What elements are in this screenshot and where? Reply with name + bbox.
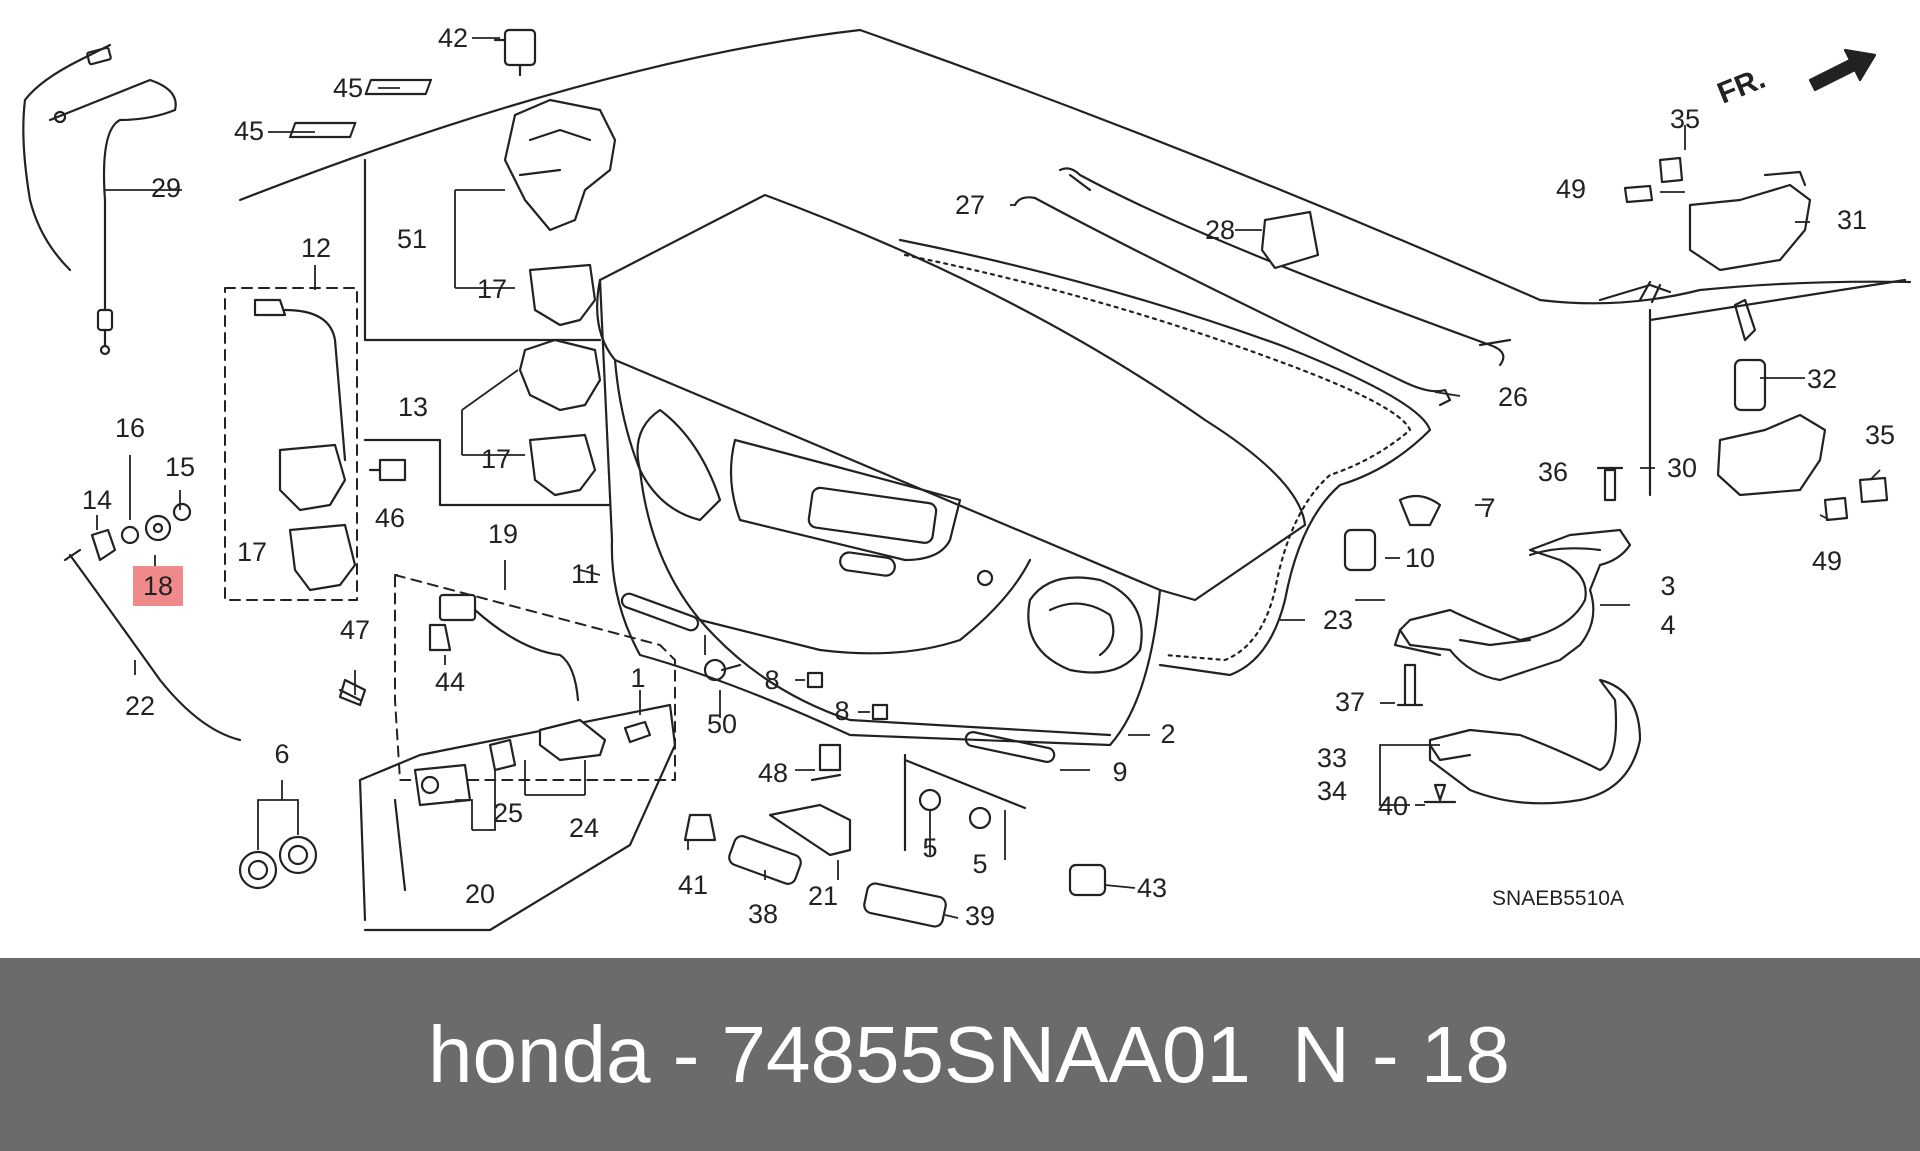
hinge-cover [1428,678,1642,805]
callout-17b: 17 [481,444,511,474]
drawing-code: SNAEB5510A [1492,887,1624,910]
callout-1: 1 [630,663,645,693]
callout-4: 4 [1660,610,1675,640]
callout-29: 29 [151,173,181,203]
callout-17c: 17 [237,537,267,567]
callout-13: 13 [398,392,428,422]
callout-23: 23 [1323,605,1353,635]
callout-16: 16 [115,413,145,443]
callout-33: 33 [1317,743,1347,773]
callout-39: 39 [965,901,995,931]
opener-rods [1013,167,1512,407]
callout-45b: 45 [234,116,264,146]
release-cable [22,43,242,742]
callout-labels: 1 2 3 4 5 5 6 7 8 8 9 10 11 12 13 14 15 … [82,23,1895,931]
callout-21: 21 [808,881,838,911]
parts-diagram: 1 2 3 4 5 5 6 7 8 8 9 10 11 12 13 14 15 … [22,23,1912,932]
weatherstrip [898,238,1432,677]
part-number-caption: honda - 74855SNAA01 [428,1010,1251,1099]
reference-caption: N - 18 [1292,1010,1510,1099]
callout-24: 24 [569,813,599,843]
callout-27: 27 [955,190,985,220]
callout-50: 50 [707,709,737,739]
callout-8b: 8 [834,696,849,726]
callout-32: 32 [1807,364,1837,394]
callout-10: 10 [1405,543,1435,573]
callout-31: 31 [1837,205,1867,235]
footer-bar: honda - 74855SNAA01 N - 18 [0,958,1920,1151]
front-direction-label: FR. [1713,62,1770,111]
callout-19: 19 [488,519,518,549]
callout-8a: 8 [764,665,779,695]
trunk-harness [238,28,1912,305]
callout-20: 20 [465,879,495,909]
callout-30: 30 [1667,453,1697,483]
callout-35b: 35 [1865,420,1895,450]
callout-25: 25 [493,798,523,828]
callout-46: 46 [375,503,405,533]
callout-12: 12 [301,233,331,263]
callout-34: 34 [1317,776,1347,806]
callout-38: 38 [748,899,778,929]
callout-28: 28 [1205,215,1235,245]
callout-6: 6 [274,739,289,769]
callout-40: 40 [1378,791,1408,821]
callout-15: 15 [165,452,195,482]
callout-41: 41 [678,870,708,900]
hinge-assembly [1393,528,1632,682]
callout-45a: 45 [333,73,363,103]
callout-49a: 49 [1556,174,1586,204]
callout-5a: 5 [922,833,937,863]
callout-35a: 35 [1670,104,1700,134]
callout-43: 43 [1137,873,1167,903]
callout-47: 47 [340,615,370,645]
callout-14: 14 [82,485,112,515]
callout-2: 2 [1160,719,1175,749]
callout-48: 48 [758,758,788,788]
callout-3: 3 [1660,571,1675,601]
callout-7: 7 [1480,493,1495,523]
callout-26: 26 [1498,382,1528,412]
trunk-lid [596,193,1307,747]
callout-17a: 17 [477,274,507,304]
callout-18: 18 [143,571,173,601]
callout-51: 51 [397,224,427,254]
group-outlines [358,158,1907,932]
callout-11: 11 [571,559,599,589]
callout-36: 36 [1538,457,1568,487]
callout-5b: 5 [972,849,987,879]
group-boxes [224,287,676,781]
front-direction-arrow [1808,48,1877,92]
callout-49b: 49 [1812,546,1842,576]
small-parts [90,28,1889,928]
parts-diagram-svg: 1 2 3 4 5 5 6 7 8 8 9 10 11 12 13 14 15 … [22,23,1912,932]
callout-22: 22 [125,691,155,721]
callout-42: 42 [438,23,468,53]
highlight-box [133,566,183,606]
callout-9: 9 [1112,757,1127,787]
callout-44: 44 [435,667,465,697]
callout-37: 37 [1335,687,1365,717]
